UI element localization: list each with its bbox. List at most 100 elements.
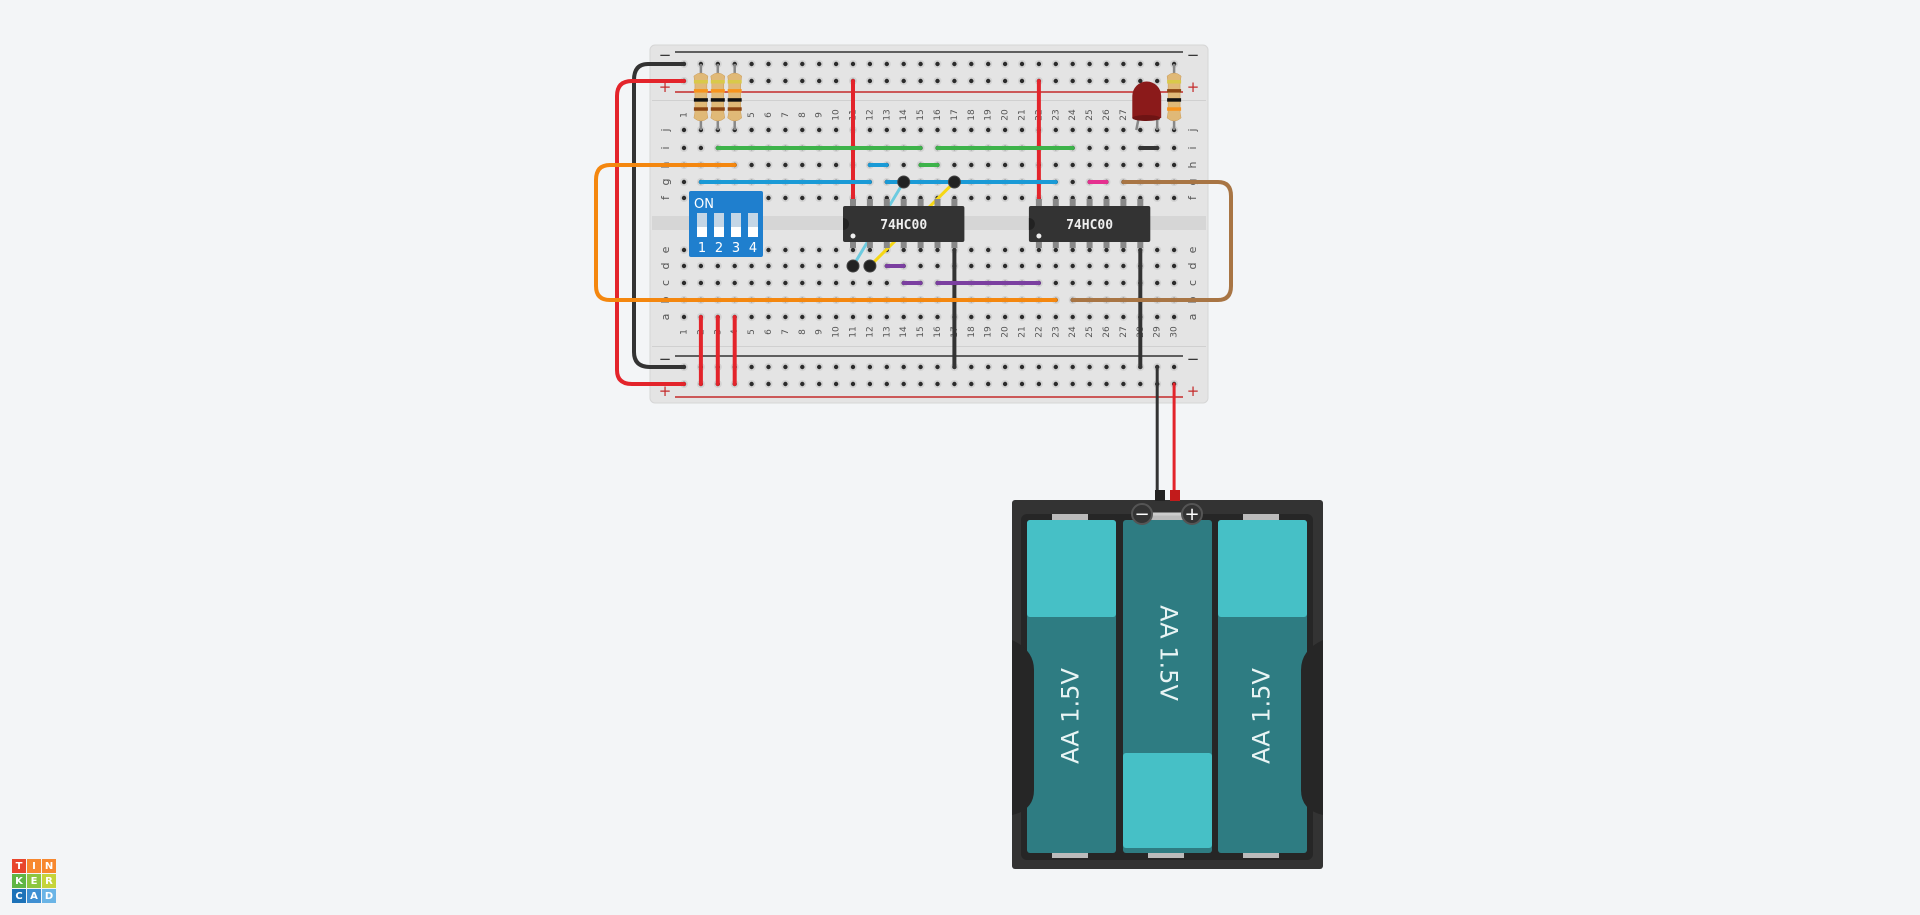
dip-toggle-4[interactable] <box>748 213 758 237</box>
dip-toggle-2[interactable] <box>714 213 724 237</box>
hole-center <box>952 381 957 387</box>
wire-orange-loop[interactable] <box>594 163 1058 302</box>
resistor-band <box>727 98 742 102</box>
ic-74hc00-1[interactable]: 74HC00 <box>843 199 965 248</box>
hole-center <box>749 314 754 320</box>
hole-center <box>1070 314 1075 320</box>
hole-center <box>800 195 805 201</box>
hole-center <box>1002 78 1008 84</box>
resistor-4[interactable] <box>1166 64 1182 130</box>
hole-center <box>1019 364 1025 370</box>
hole-center <box>867 61 873 67</box>
battery-cell-2[interactable]: AA 1.5V <box>1123 514 1212 858</box>
ic-pin <box>900 199 907 209</box>
battery-contact <box>1052 852 1088 858</box>
hole-center <box>1087 127 1092 133</box>
row-letter: i <box>1186 146 1199 149</box>
hole-center <box>901 127 906 133</box>
column-number: 30 <box>1170 326 1180 338</box>
battery-minus-terminal[interactable] <box>1131 503 1153 525</box>
hole-center <box>986 381 991 387</box>
hole-center <box>1070 61 1075 67</box>
resistor-1[interactable] <box>693 64 709 130</box>
battery-cell-label: AA 1.5V <box>1155 605 1183 701</box>
hole-center <box>1121 78 1126 84</box>
resistor-band <box>693 80 708 84</box>
ic-pin <box>1120 199 1127 209</box>
hole-center <box>1087 280 1092 286</box>
wire-red-rail-left[interactable] <box>615 79 686 386</box>
hole-center <box>833 314 839 320</box>
hole-center <box>986 314 991 320</box>
column-number: 16 <box>933 109 943 121</box>
wire-endpoint[interactable] <box>897 175 911 189</box>
hole-center <box>918 314 923 320</box>
hole-center <box>1019 314 1025 320</box>
hole-center <box>867 247 873 253</box>
hole-center <box>783 364 788 370</box>
hole-center <box>969 364 974 370</box>
resistor-3[interactable] <box>727 64 742 130</box>
resistor-band <box>1167 98 1182 102</box>
battery-plug-black <box>1155 490 1165 501</box>
wire-black-rail-left[interactable] <box>632 62 686 369</box>
rail-symbol: − <box>659 46 672 64</box>
hole-center <box>986 61 991 67</box>
led-body <box>1132 81 1162 118</box>
hole-center <box>1121 162 1126 168</box>
hole-center <box>1104 162 1109 168</box>
wire-endpoint[interactable] <box>947 175 961 189</box>
hole-center <box>1087 162 1092 168</box>
hole-center <box>681 127 687 133</box>
hole-center <box>1070 179 1075 185</box>
battery-cell-1[interactable]: AA 1.5V <box>1027 514 1116 858</box>
hole-center <box>715 263 720 269</box>
hole-center <box>884 314 889 320</box>
hole-center <box>817 280 822 286</box>
hole-center <box>986 78 991 84</box>
hole-center <box>1070 162 1075 168</box>
resistor-2[interactable] <box>710 64 726 130</box>
wire-endpoint[interactable] <box>846 259 860 273</box>
hole-center <box>969 195 974 201</box>
dip-toggle-1[interactable] <box>697 213 707 237</box>
ic-pin <box>917 199 924 209</box>
hole-center <box>1002 381 1008 387</box>
led-red[interactable] <box>1132 81 1162 131</box>
hole-center <box>918 247 923 253</box>
hole-center <box>884 61 889 67</box>
ic-pin <box>934 199 941 209</box>
column-number: 9 <box>815 329 825 335</box>
hole-center <box>1087 364 1092 370</box>
hole-center <box>918 263 923 269</box>
battery-plus-terminal[interactable] <box>1181 503 1203 525</box>
battery-cell-3[interactable]: AA 1.5V <box>1218 514 1307 858</box>
wire-endpoint[interactable] <box>863 259 877 273</box>
hole-center <box>969 127 974 133</box>
hole-center <box>800 78 805 84</box>
hole-center <box>952 78 957 84</box>
hole-center <box>850 314 856 320</box>
ic-74hc00-2[interactable]: 74HC00 <box>1028 199 1151 248</box>
column-number: 7 <box>781 112 791 118</box>
hole-center <box>1053 364 1059 370</box>
ic-body <box>843 206 965 242</box>
column-number: 9 <box>815 112 825 118</box>
dip-toggle-3[interactable] <box>731 213 741 237</box>
hole-center <box>783 247 788 253</box>
hole-center <box>749 280 754 286</box>
resistor-band <box>1167 89 1182 93</box>
ic-pin <box>951 238 958 248</box>
hole-center <box>817 263 822 269</box>
column-number: 13 <box>882 326 892 337</box>
hole-center <box>969 247 974 253</box>
hole-center <box>1171 280 1177 286</box>
resistor-band <box>710 107 725 111</box>
wire-brown-loop[interactable] <box>1070 180 1233 302</box>
column-number: 19 <box>984 326 994 338</box>
hole-center <box>749 162 754 168</box>
